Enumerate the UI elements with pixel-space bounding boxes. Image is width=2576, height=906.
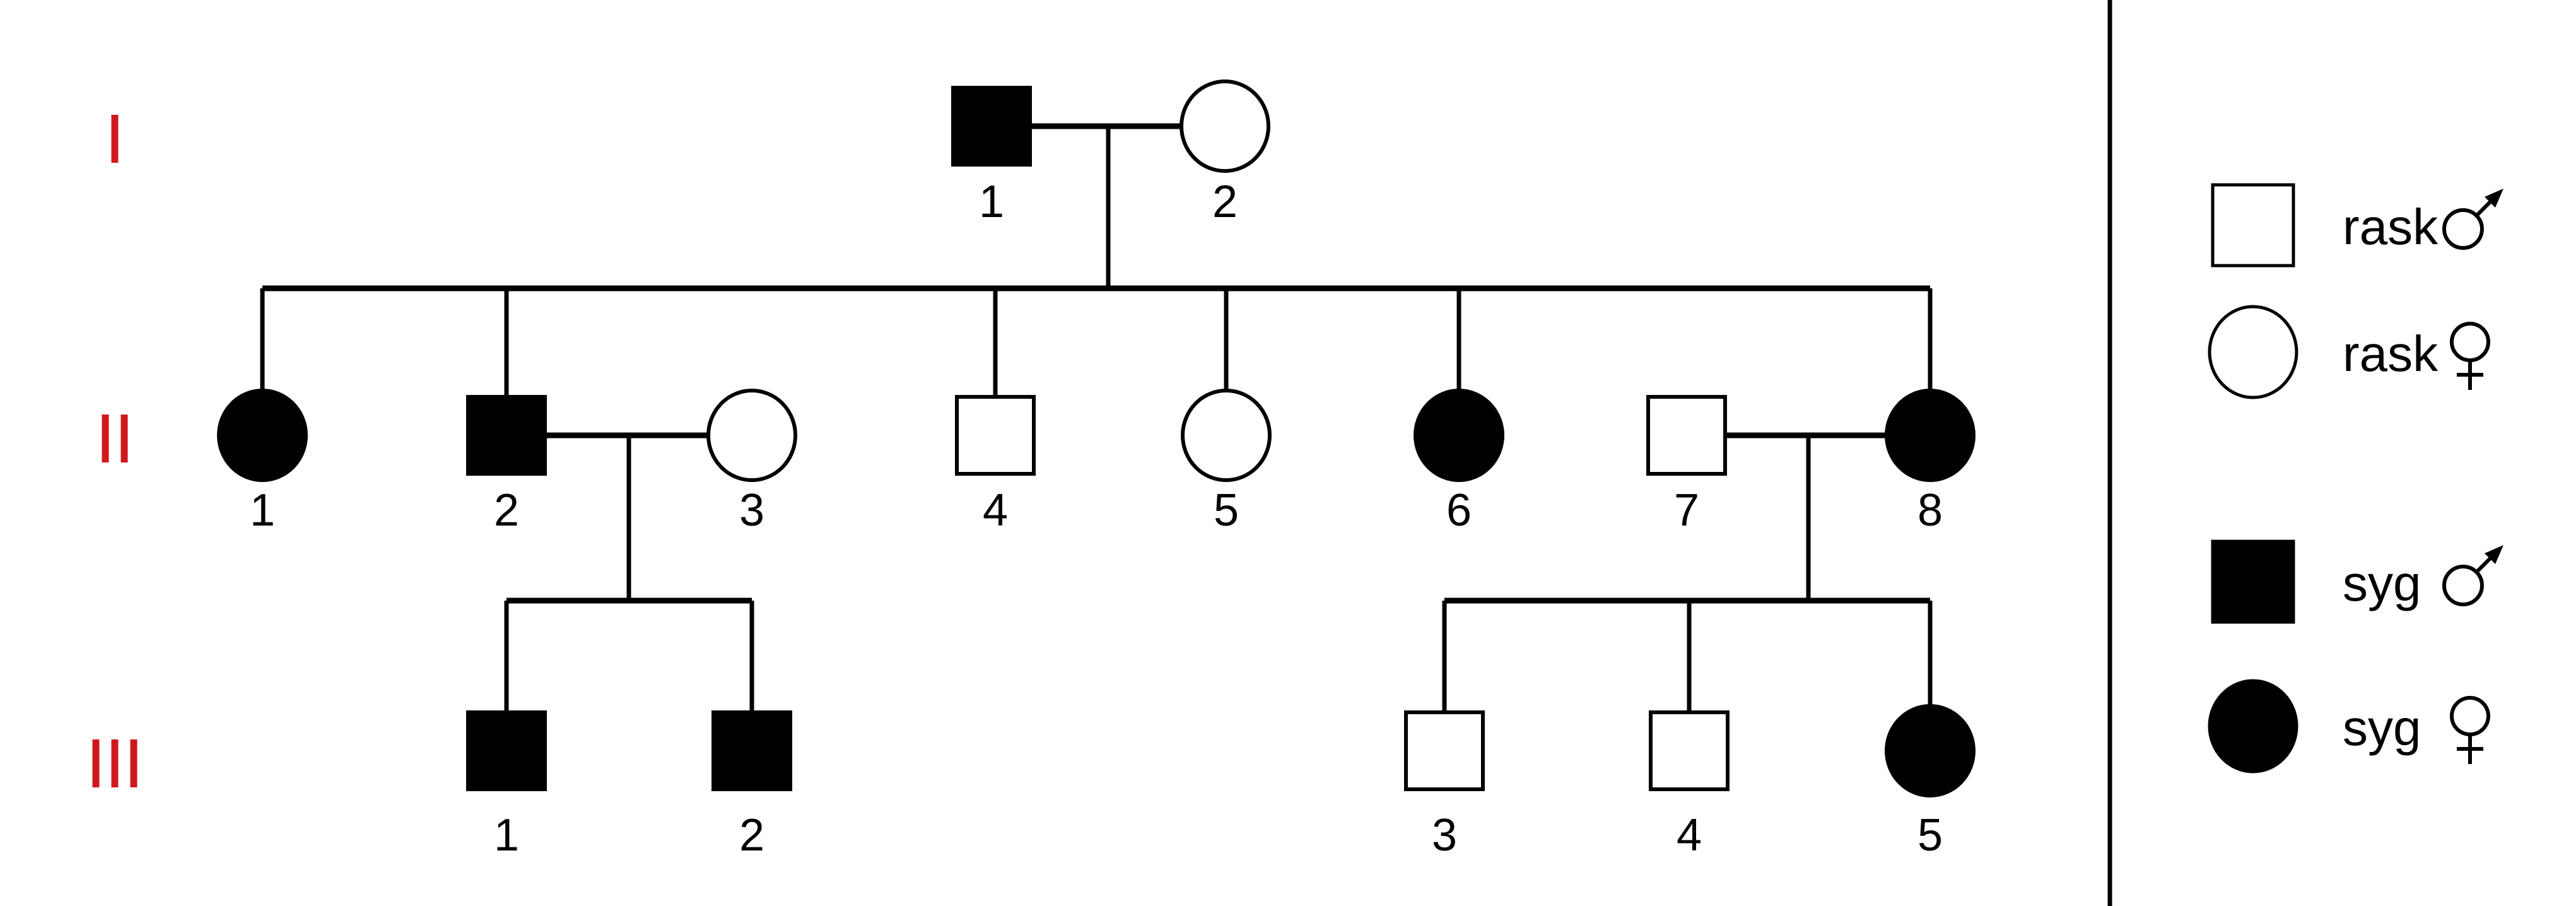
legend-label: rask: [2343, 326, 2438, 382]
individual-II-8-symbol: [1885, 389, 1976, 482]
generation-label-bar: [130, 739, 138, 787]
female-icon: [2450, 696, 2490, 764]
legend-shape-square: [2211, 539, 2295, 624]
individual-II-6-number: 6: [1446, 485, 1472, 536]
individual-III-5-symbol: [1885, 704, 1976, 797]
individual-II-1-number: 1: [250, 485, 275, 536]
individual-II-7-symbol: [1646, 395, 1727, 476]
individual-III-3-number: 3: [1432, 810, 1457, 861]
male-icon: [2442, 189, 2503, 250]
individual-II-8-number: 8: [1917, 485, 1943, 536]
generation-label-III: [92, 739, 138, 787]
individual-II-5-symbol: [1181, 389, 1272, 482]
generation-label-II: [102, 415, 128, 462]
individual-III-5-number: 5: [1917, 810, 1943, 861]
individual-I-2-symbol: [1180, 79, 1270, 173]
individual-II-1-symbol: [217, 389, 308, 482]
individual-I-1-number: 1: [979, 177, 1004, 227]
legend-label: syg: [2343, 700, 2421, 756]
generation-label-bar: [102, 415, 109, 462]
legend-label: syg: [2343, 555, 2421, 611]
individual-I-2-number: 2: [1212, 177, 1238, 227]
female-icon: [2450, 322, 2490, 390]
individual-II-3-number: 3: [739, 485, 764, 536]
individual-III-2-symbol: [711, 710, 792, 791]
individual-II-2-symbol: [466, 395, 547, 476]
individual-I-1-symbol: [951, 86, 1032, 167]
individual-III-2-number: 2: [739, 810, 764, 861]
legend-item-rask-female: rask: [2208, 305, 2490, 399]
individual-II-4-number: 4: [983, 485, 1008, 536]
individual-III-4-symbol: [1649, 710, 1730, 791]
individual-III-1-symbol: [466, 710, 547, 791]
legend-shape-square: [2211, 183, 2295, 268]
individual-III-4-number: 4: [1677, 810, 1702, 861]
legend-item-syg-male: syg: [2211, 539, 2503, 624]
legend-shape-circle: [2208, 305, 2298, 399]
individual-II-7-number: 7: [1674, 485, 1699, 536]
male-icon: [2442, 545, 2503, 606]
individual-II-6-symbol: [1414, 389, 1504, 482]
individual-III-1-number: 1: [494, 810, 519, 861]
legend-shape-circle: [2208, 679, 2298, 774]
individual-II-3-symbol: [706, 389, 797, 482]
generation-label-bar: [111, 739, 119, 787]
generation-label-I: [111, 115, 119, 163]
legend-item-rask-male: rask: [2211, 183, 2503, 268]
generation-label-bar: [120, 415, 128, 462]
individual-II-4-symbol: [955, 395, 1036, 476]
generation-label-bar: [111, 115, 119, 163]
individual-III-3-symbol: [1404, 710, 1485, 791]
individual-II-2-number: 2: [494, 485, 519, 536]
legend-label: rask: [2343, 199, 2438, 255]
legend-item-syg-female: syg: [2208, 679, 2490, 774]
individual-II-5-number: 5: [1214, 485, 1239, 536]
generation-label-bar: [92, 739, 100, 787]
